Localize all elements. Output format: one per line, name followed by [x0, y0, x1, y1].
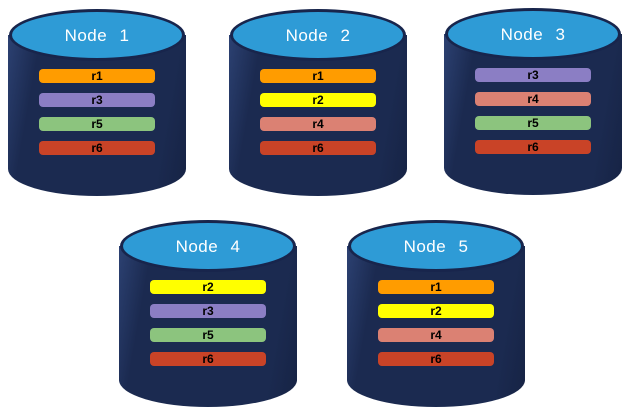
node-1: Node 1 r1 r3 r5 r6	[8, 9, 186, 196]
replica-bar-r4: r4	[260, 117, 376, 131]
replica-list: r1 r2 r4 r6	[378, 280, 494, 366]
replica-bar-r5: r5	[39, 117, 155, 131]
replica-bar-r6: r6	[39, 141, 155, 155]
replica-bar-r4: r4	[378, 328, 494, 342]
replica-bar-r1: r1	[39, 69, 155, 83]
replica-bar-r3: r3	[475, 68, 591, 82]
cylinder-top-ellipse: Node 3	[445, 8, 621, 60]
cylinder-top-ellipse: Node 5	[348, 220, 524, 272]
replica-list: r1 r3 r5 r6	[39, 69, 155, 155]
replica-bar-r5: r5	[475, 116, 591, 130]
cylinder-body	[444, 34, 622, 195]
cylinder-top-ellipse: Node 1	[9, 9, 185, 61]
node-label: Node 5	[403, 236, 469, 256]
node-4: Node 4 r2 r3 r5 r6	[119, 220, 297, 407]
cylinder-top-ellipse: Node 4	[120, 220, 296, 272]
node-5: Node 5 r1 r2 r4 r6	[347, 220, 525, 407]
node-label: Node 1	[64, 25, 130, 45]
replica-bar-r6: r6	[475, 140, 591, 154]
replica-bar-r2: r2	[150, 280, 266, 294]
replica-bar-r1: r1	[260, 69, 376, 83]
node-label: Node 2	[285, 25, 351, 45]
cylinder-body	[8, 35, 186, 196]
node-3: Node 3 r3 r4 r5 r6	[444, 8, 622, 195]
replica-bar-r6: r6	[150, 352, 266, 366]
replica-bar-r1: r1	[378, 280, 494, 294]
cylinder-body	[347, 246, 525, 407]
node-label: Node 3	[500, 24, 566, 44]
cylinder-body	[229, 35, 407, 196]
replica-list: r3 r4 r5 r6	[475, 68, 591, 154]
replica-list: r2 r3 r5 r6	[150, 280, 266, 366]
replica-bar-r5: r5	[150, 328, 266, 342]
replica-bar-r6: r6	[378, 352, 494, 366]
replica-bar-r2: r2	[378, 304, 494, 318]
replica-bar-r2: r2	[260, 93, 376, 107]
replica-list: r1 r2 r4 r6	[260, 69, 376, 155]
cylinder-body	[119, 246, 297, 407]
replica-bar-r6: r6	[260, 141, 376, 155]
replica-bar-r3: r3	[39, 93, 155, 107]
cylinder-top-ellipse: Node 2	[230, 9, 406, 61]
node-label: Node 4	[175, 236, 241, 256]
node-2: Node 2 r1 r2 r4 r6	[229, 9, 407, 196]
replica-bar-r3: r3	[150, 304, 266, 318]
replica-bar-r4: r4	[475, 92, 591, 106]
